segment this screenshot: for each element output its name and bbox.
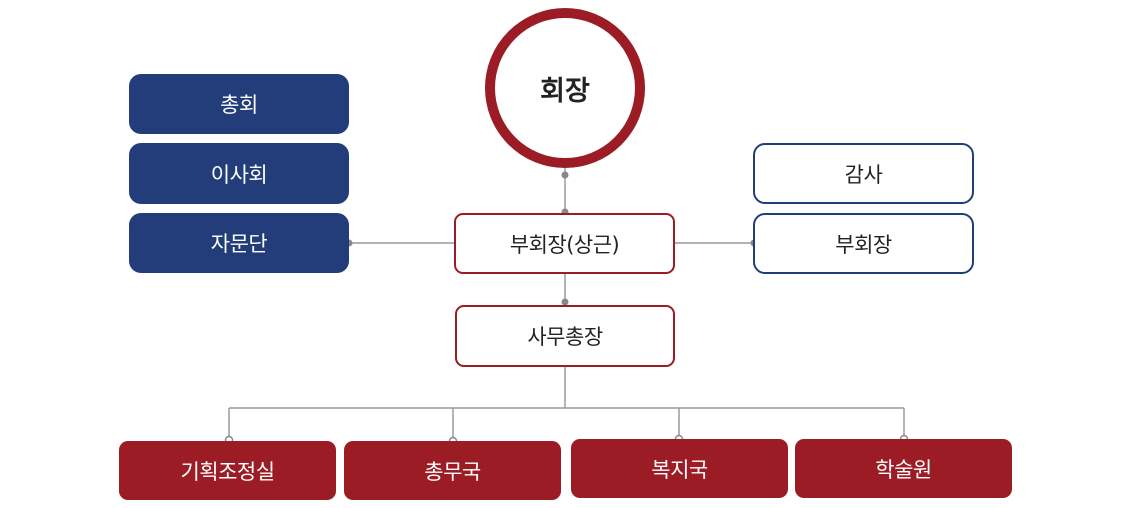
general-affairs-node: 총무국 xyxy=(344,441,561,500)
advisory-group-node: 자문단 xyxy=(129,213,349,273)
standing-vice-president-node: 부회장(상근) xyxy=(454,213,675,274)
academy-label: 학술원 xyxy=(875,457,932,482)
president-label: 회장 xyxy=(540,75,590,107)
welfare-bureau-label: 복지국 xyxy=(651,457,708,482)
connector-dot xyxy=(561,298,569,306)
academy-node: 학술원 xyxy=(795,439,1012,498)
secretary-general-label: 사무총장 xyxy=(527,325,603,349)
board-of-directors-label: 이사회 xyxy=(210,162,268,187)
general-assembly-label: 총회 xyxy=(220,93,258,117)
standing-vice-president-label: 부회장(상근) xyxy=(509,232,620,257)
board-of-directors-node: 이사회 xyxy=(129,143,349,204)
connector-dot xyxy=(561,171,569,179)
secretary-general-node: 사무총장 xyxy=(455,305,675,367)
auditor-label: 감사 xyxy=(844,162,883,187)
auditor-node: 감사 xyxy=(753,143,974,204)
vice-president-label: 부회장 xyxy=(835,232,892,257)
vice-president-node: 부회장 xyxy=(753,213,974,274)
general-assembly-node: 총회 xyxy=(129,74,349,134)
general-affairs-label: 총무국 xyxy=(424,459,481,484)
planning-office-node: 기획조정실 xyxy=(119,441,336,500)
welfare-bureau-node: 복지국 xyxy=(571,439,788,498)
planning-office-label: 기획조정실 xyxy=(180,459,275,484)
advisory-group-label: 자문단 xyxy=(210,232,268,256)
president-node: 회장 xyxy=(485,8,645,168)
